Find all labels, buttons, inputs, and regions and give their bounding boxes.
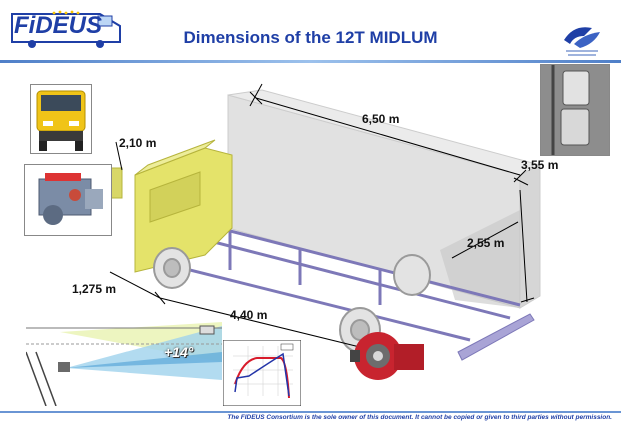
footer-divider — [0, 411, 621, 413]
dim-wheelbase-label: 4,40 m — [230, 308, 268, 322]
cargo-box — [227, 89, 542, 309]
dim-box-height-label: 2,55 m — [467, 236, 505, 250]
chassis — [149, 220, 521, 342]
cab — [109, 139, 233, 273]
rear-bumper — [457, 313, 535, 361]
footer-notice: The FIDEUS Consortium is the sole owner … — [227, 414, 612, 421]
page-title: Dimensions of the 12T MIDLUM — [183, 28, 438, 47]
dim-front-overhang-label: 1,275 m — [72, 282, 117, 296]
partner-logo — [564, 27, 600, 56]
engine-photo — [24, 164, 112, 236]
mirror-photo — [540, 64, 610, 156]
mirror-field-diagram — [26, 322, 222, 406]
dim-length-label: 6,50 m — [362, 112, 400, 126]
truck-front-photo — [30, 84, 92, 154]
torque-curve-chart — [223, 340, 301, 406]
gearbox-photo — [350, 332, 424, 380]
mirror-angle-label: +14° — [164, 344, 194, 360]
dim-height-label: 3,55 m — [521, 158, 559, 172]
header-divider — [0, 60, 621, 63]
dimension-lines — [109, 83, 535, 351]
dim-width-label: 2,10 m — [119, 136, 157, 150]
fideus-logo — [11, 10, 121, 48]
logo-text: FiDEUS — [14, 12, 103, 39]
